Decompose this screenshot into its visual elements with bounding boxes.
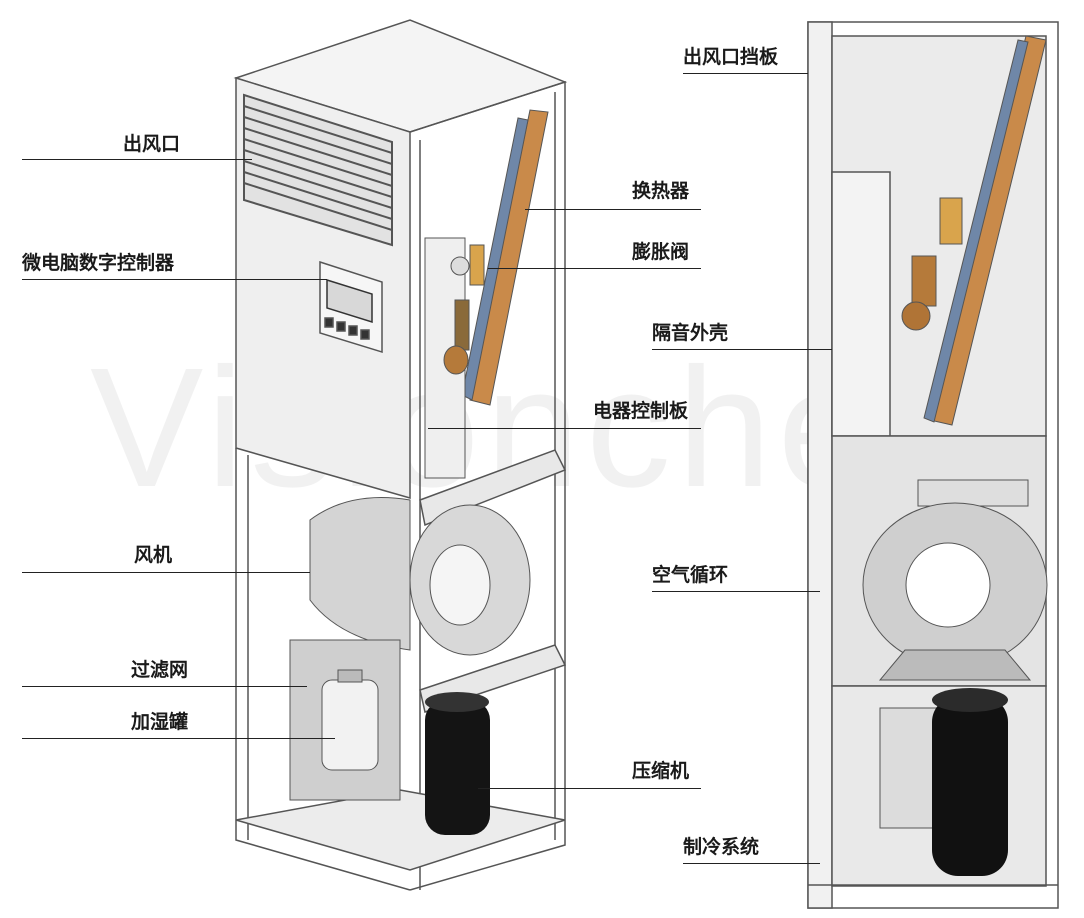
leader-electric-board: [428, 428, 701, 429]
label-air-circulation: 空气循环: [652, 564, 729, 586]
label-filter: 过滤网: [131, 659, 189, 681]
label-expansion-valve: 膨胀阀: [632, 241, 690, 263]
bottom-base: [235, 789, 566, 871]
label-outlet-baffle: 出风口挡板: [683, 46, 779, 68]
outlet-grille: [243, 93, 393, 247]
leader-outlet-baffle: [683, 73, 808, 74]
leader-expansion-valve: [488, 268, 701, 269]
fan-right: [862, 479, 1048, 681]
humidifier-tank-left: [321, 669, 379, 771]
electric-box-right: [831, 171, 891, 437]
frame-lower-left: [235, 448, 411, 891]
leader-heat-exchanger: [525, 209, 701, 210]
expansion-valve-right: [901, 197, 963, 331]
leader-humidifier: [22, 738, 335, 739]
label-electric-board: 电器控制板: [593, 400, 689, 422]
leader-sound-shell: [652, 349, 832, 350]
compressor-left: [425, 692, 490, 835]
leader-refrigeration: [683, 863, 820, 864]
frame-right: [409, 80, 566, 891]
compressor-right: [879, 688, 1008, 876]
upper-shelf: [419, 449, 567, 527]
expansion-valve-left: [443, 244, 485, 375]
label-heat-exchanger: 换热器: [632, 180, 690, 202]
leader-controller: [22, 279, 327, 280]
fan-left: [309, 497, 531, 656]
controller-panel: [319, 260, 383, 354]
leader-fan: [22, 572, 310, 573]
leader-air-circulation: [652, 591, 820, 592]
label-fan: 风机: [134, 544, 173, 566]
leader-filter: [22, 686, 307, 687]
right-side-panel: [807, 21, 833, 909]
label-controller: 微电脑数字控制器: [22, 252, 175, 274]
leader-outlet: [22, 159, 252, 160]
label-refrigeration: 制冷系统: [683, 836, 760, 858]
label-humidifier: 加湿罐: [131, 711, 189, 733]
leader-compressor: [478, 788, 701, 789]
label-outlet: 出风口: [123, 133, 181, 155]
label-compressor: 压缩机: [632, 760, 690, 782]
label-sound-shell: 隔音外壳: [652, 322, 729, 344]
